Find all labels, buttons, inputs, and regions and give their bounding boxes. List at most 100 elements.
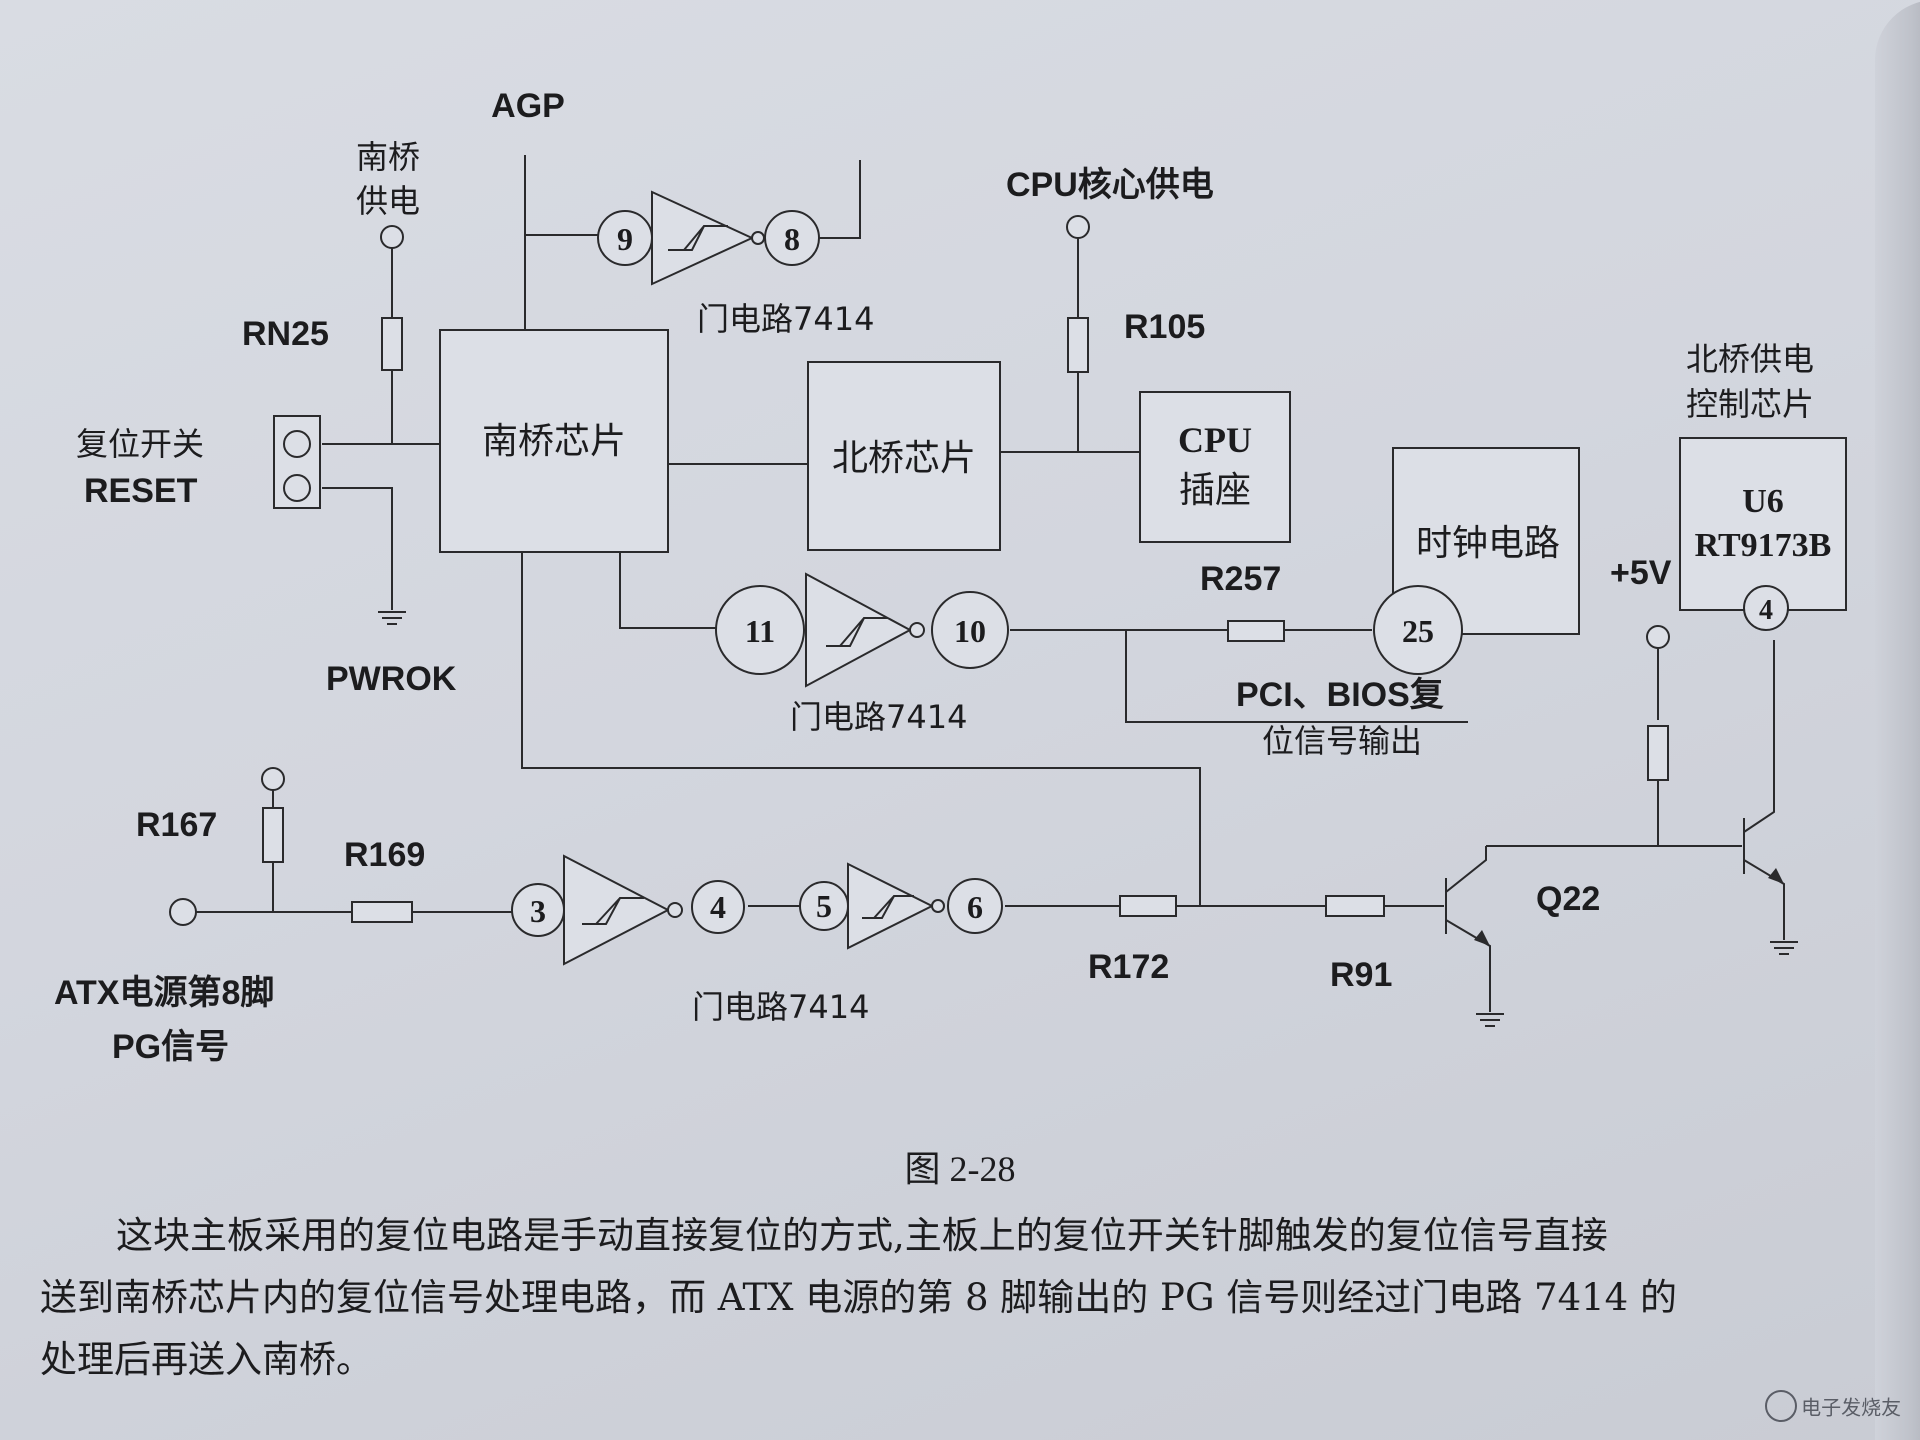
label-r257: R257 [1200, 560, 1281, 598]
reset-switch [273, 415, 321, 509]
label-rn25: RN25 [242, 315, 329, 353]
resistors [262, 317, 1669, 923]
gate-5-6-bubble [931, 899, 945, 913]
label-south-power-1: 南桥 [356, 138, 420, 176]
schmitt-symbol-2 [826, 617, 888, 647]
terminal-south-power [380, 225, 404, 249]
u6-label-1: U6 [1742, 483, 1784, 520]
label-south-power-2: 供电 [356, 182, 420, 220]
label-q22: Q22 [1536, 880, 1600, 918]
gate-top-output-wire [815, 160, 861, 239]
watermark-text: 电子发烧友 [1801, 1395, 1902, 1420]
sb-gate11-wire [619, 552, 716, 629]
terminal-cpu-power [1066, 215, 1090, 239]
pin-25: 25 [1402, 613, 1434, 649]
reset-switch-pin-2 [283, 474, 311, 502]
pin-5: 5 [816, 888, 832, 924]
label-agp: AGP [491, 87, 565, 125]
gate-5-6 [799, 862, 1003, 950]
gate-5-6-triangle [847, 862, 935, 950]
terminal-atx [169, 898, 197, 926]
pin-circle-11 [715, 585, 805, 675]
label-atx-1: ATX电源第8脚 [54, 974, 274, 1012]
schmitt-symbol-4 [862, 895, 914, 919]
label-r169: R169 [344, 836, 425, 874]
pin-numbers: 9 8 11 10 25 4 3 4 5 6 [530, 221, 1773, 929]
label-plus5v: +5V [1610, 554, 1672, 592]
q2-emitter-arrow [1768, 868, 1784, 884]
label-pwrok: PWROK [326, 660, 457, 698]
gate-3-4-bubble [667, 902, 683, 918]
terminal-plus5v [1646, 625, 1670, 649]
reset-switch-pin-1 [283, 430, 311, 458]
u6-block [1679, 437, 1847, 611]
label-reset-2: RESET [84, 472, 198, 510]
label-cpu-core-power: CPU核心供电 [1006, 166, 1214, 204]
pin-circle-4 [691, 880, 745, 934]
southbridge-label: 南桥芯片 [482, 421, 626, 462]
q22-emitter-arrow [1474, 930, 1490, 946]
body-line-2: 送到南桥芯片内的复位信号处理电路，而 ATX 电源的第 8 脚输出的 PG 信号… [40, 1276, 1677, 1319]
gate-3-4 [511, 854, 745, 966]
label-r91: R91 [1330, 956, 1392, 994]
northbridge-block [807, 361, 1001, 551]
label-atx-2: PG信号 [112, 1028, 229, 1066]
wires [196, 155, 1798, 1027]
resistor-r105 [1067, 317, 1089, 373]
pin-circle-6 [947, 878, 1003, 934]
page-edge [1875, 0, 1920, 1440]
pin-9: 9 [617, 221, 633, 257]
body-line-3: 处理后再送入南桥。 [40, 1338, 373, 1381]
gate-3-4-triangle [563, 854, 671, 966]
terminal-r167 [261, 767, 285, 791]
reset-pin2-wire [322, 487, 393, 610]
resistor-r172 [1119, 895, 1177, 917]
gate-9-8 [597, 190, 820, 286]
resistor-r169 [351, 901, 413, 923]
pin-circle-u6-4 [1743, 585, 1789, 631]
label-pci-bios-2: 位信号输出 [1262, 722, 1422, 760]
block-labels: 南桥芯片 北桥芯片 CPU 插座 时钟电路 U6 RT9173B [482, 420, 1831, 564]
pin-3: 3 [530, 893, 546, 929]
resistor-r167 [262, 807, 284, 863]
northbridge-label: 北桥芯片 [832, 438, 976, 479]
q2-collector-to-u6 [1743, 640, 1775, 833]
label-pci-bios-1: PCI、BIOS复 [1236, 676, 1444, 714]
gate-9-8-bubble [751, 231, 765, 245]
pin-10: 10 [954, 613, 986, 649]
label-gate-top: 门电路7414 [697, 300, 874, 338]
label-reset-1: 复位开关 [76, 425, 204, 463]
ground-symbol-2 [1476, 1013, 1504, 1027]
resistor-r91 [1325, 895, 1385, 917]
clock-circuit-label: 时钟电路 [1416, 523, 1560, 564]
pin-u6-4: 4 [1759, 595, 1773, 626]
terminals [169, 215, 1670, 926]
southbridge-block [439, 329, 669, 553]
pin-8: 8 [784, 221, 800, 257]
pin-6: 6 [967, 889, 983, 925]
label-nb-power-2: 控制芯片 [1686, 385, 1814, 423]
text-labels: AGP 南桥 供电 RN25 复位开关 RESET PWROK 门电路7414 … [54, 87, 1814, 1066]
label-r172: R172 [1088, 948, 1169, 986]
pin-circle-25 [1373, 585, 1463, 675]
figure-caption: 图 2-28 [904, 1149, 1016, 1189]
gate-9-8-triangle [651, 190, 755, 286]
label-r105: R105 [1124, 308, 1205, 346]
schmitt-symbol-1 [668, 225, 728, 251]
pwrok-return-wire [521, 552, 1201, 905]
cpu-socket-label-2: 插座 [1179, 470, 1251, 511]
cpu-socket-block [1139, 391, 1291, 543]
reset-circuit-diagram: 9 8 11 10 25 4 3 4 5 6 南桥芯片 北桥芯片 CPU 插座 … [54, 87, 1847, 1066]
label-nb-power-1: 北桥供电 [1686, 340, 1814, 378]
watermark: 电子发烧友 [1765, 1390, 1915, 1435]
schmitt-symbol-3 [582, 897, 644, 925]
resistor-pullup [1647, 725, 1669, 781]
pin-4: 4 [710, 889, 726, 925]
gate-11-10 [715, 572, 1463, 688]
pci-bios-reset-wire [1125, 630, 1468, 723]
ground-symbol-3 [1770, 941, 1798, 955]
label-gate-bottom: 门电路7414 [692, 988, 869, 1026]
body-line-1: 这块主板采用的复位电路是手动直接复位的方式,主板上的复位开关针脚触发的复位信号直… [116, 1214, 1608, 1257]
pin-11: 11 [745, 613, 775, 649]
